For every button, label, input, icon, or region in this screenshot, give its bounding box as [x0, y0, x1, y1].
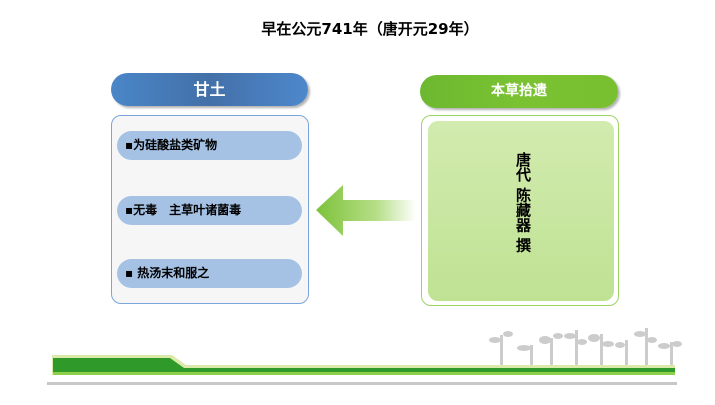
- bencao-header: 本草拾遗: [420, 75, 618, 108]
- plants-icon: [489, 328, 682, 365]
- list-item: ▪无毒 主草叶诸菌毒: [117, 196, 302, 225]
- bencao-panel-inner: [428, 121, 614, 301]
- author-text: 唐代 陈藏器 撰: [514, 152, 532, 253]
- list-item: ▪ 热汤末和服之: [117, 259, 302, 288]
- arrow-left-icon: [316, 185, 416, 236]
- gantu-header: 甘土: [111, 73, 308, 106]
- slide-title: 早在公元741年（唐开元29年）: [261, 20, 479, 38]
- footer-band: [47, 328, 682, 385]
- list-item: ▪为硅酸盐类矿物: [117, 131, 302, 160]
